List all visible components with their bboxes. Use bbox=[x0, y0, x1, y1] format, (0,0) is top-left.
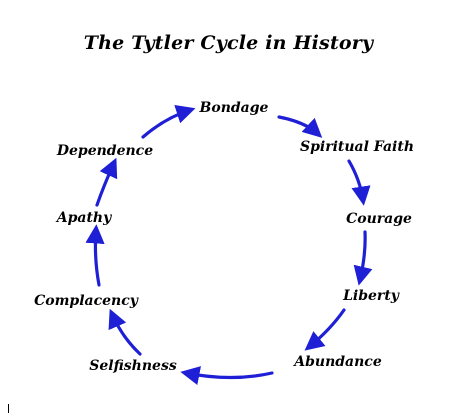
arrow-liberty-to-abundance bbox=[304, 308, 346, 351]
stage-apathy: Apathy bbox=[56, 210, 112, 226]
diagram-title: The Tytler Cycle in History bbox=[83, 32, 374, 54]
stage-complacency: Complacency bbox=[34, 293, 138, 309]
arrow-apathy-to-dependence bbox=[95, 157, 118, 207]
stage-bondage: Bondage bbox=[199, 100, 269, 116]
stage-dependence: Dependence bbox=[56, 143, 154, 159]
stage-liberty: Liberty bbox=[343, 288, 399, 304]
arrow-complacency-to-apathy bbox=[85, 224, 105, 287]
stage-courage: Courage bbox=[346, 211, 412, 227]
arrow-dependence-to-bondage bbox=[141, 104, 196, 139]
stage-abundance: Abundance bbox=[294, 354, 382, 370]
arrow-bondage-to-spiritual-faith bbox=[277, 115, 323, 138]
corner-mark bbox=[8, 404, 9, 413]
stage-spiritual-faith: Spiritual Faith bbox=[299, 139, 415, 155]
arrow-courage-to-liberty bbox=[353, 230, 373, 286]
arrow-selfishness-to-complacency bbox=[108, 308, 142, 356]
arrow-spiritual-faith-to-courage bbox=[347, 159, 371, 206]
stage-selfishness: Selfishness bbox=[89, 358, 177, 374]
arrow-abundance-to-selfishness bbox=[180, 366, 274, 386]
